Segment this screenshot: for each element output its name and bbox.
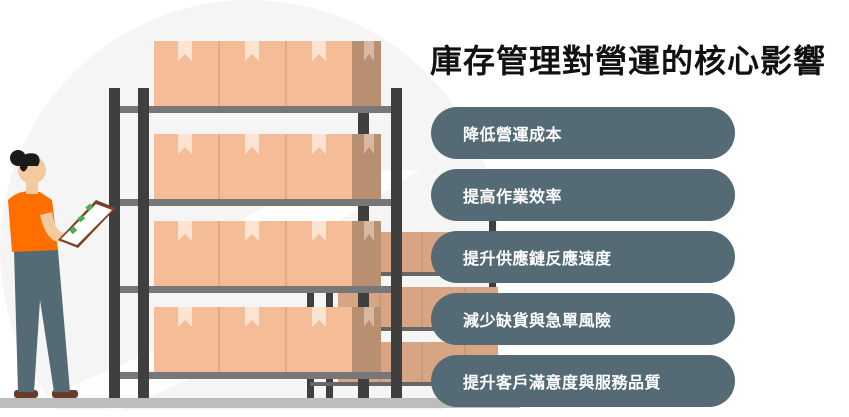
impact-item-label: 減少缺貨與急單風險 — [463, 311, 612, 330]
impact-list: 降低營運成本 提高作業效率 提升供應鏈反應速度 減少缺貨與急單風險 提升客戶滿意… — [431, 107, 735, 417]
floor-shadow — [0, 398, 520, 408]
page-title: 庫存管理對營運的核心影響 — [430, 42, 827, 80]
clipboard-icon — [58, 200, 116, 248]
shelf-bars — [120, 106, 392, 379]
impact-item-label: 降低營運成本 — [463, 125, 563, 144]
impact-item-efficiency[interactable]: 提高作業效率 — [431, 169, 735, 221]
impact-item-label: 提升客戶滿意度與服務品質 — [463, 373, 662, 392]
impact-item-label: 提升供應鏈反應速度 — [463, 249, 612, 268]
impact-item-stockout-risk[interactable]: 減少缺貨與急單風險 — [431, 293, 735, 345]
impact-item-reduce-cost[interactable]: 降低營運成本 — [431, 107, 735, 159]
impact-item-label: 提高作業效率 — [463, 187, 563, 206]
impact-item-customer-satisfaction[interactable]: 提升客戶滿意度與服務品質 — [431, 355, 735, 407]
impact-item-supply-chain[interactable]: 提升供應鏈反應速度 — [431, 231, 735, 283]
front-box-rows — [154, 41, 381, 372]
worker-figure — [8, 150, 116, 398]
